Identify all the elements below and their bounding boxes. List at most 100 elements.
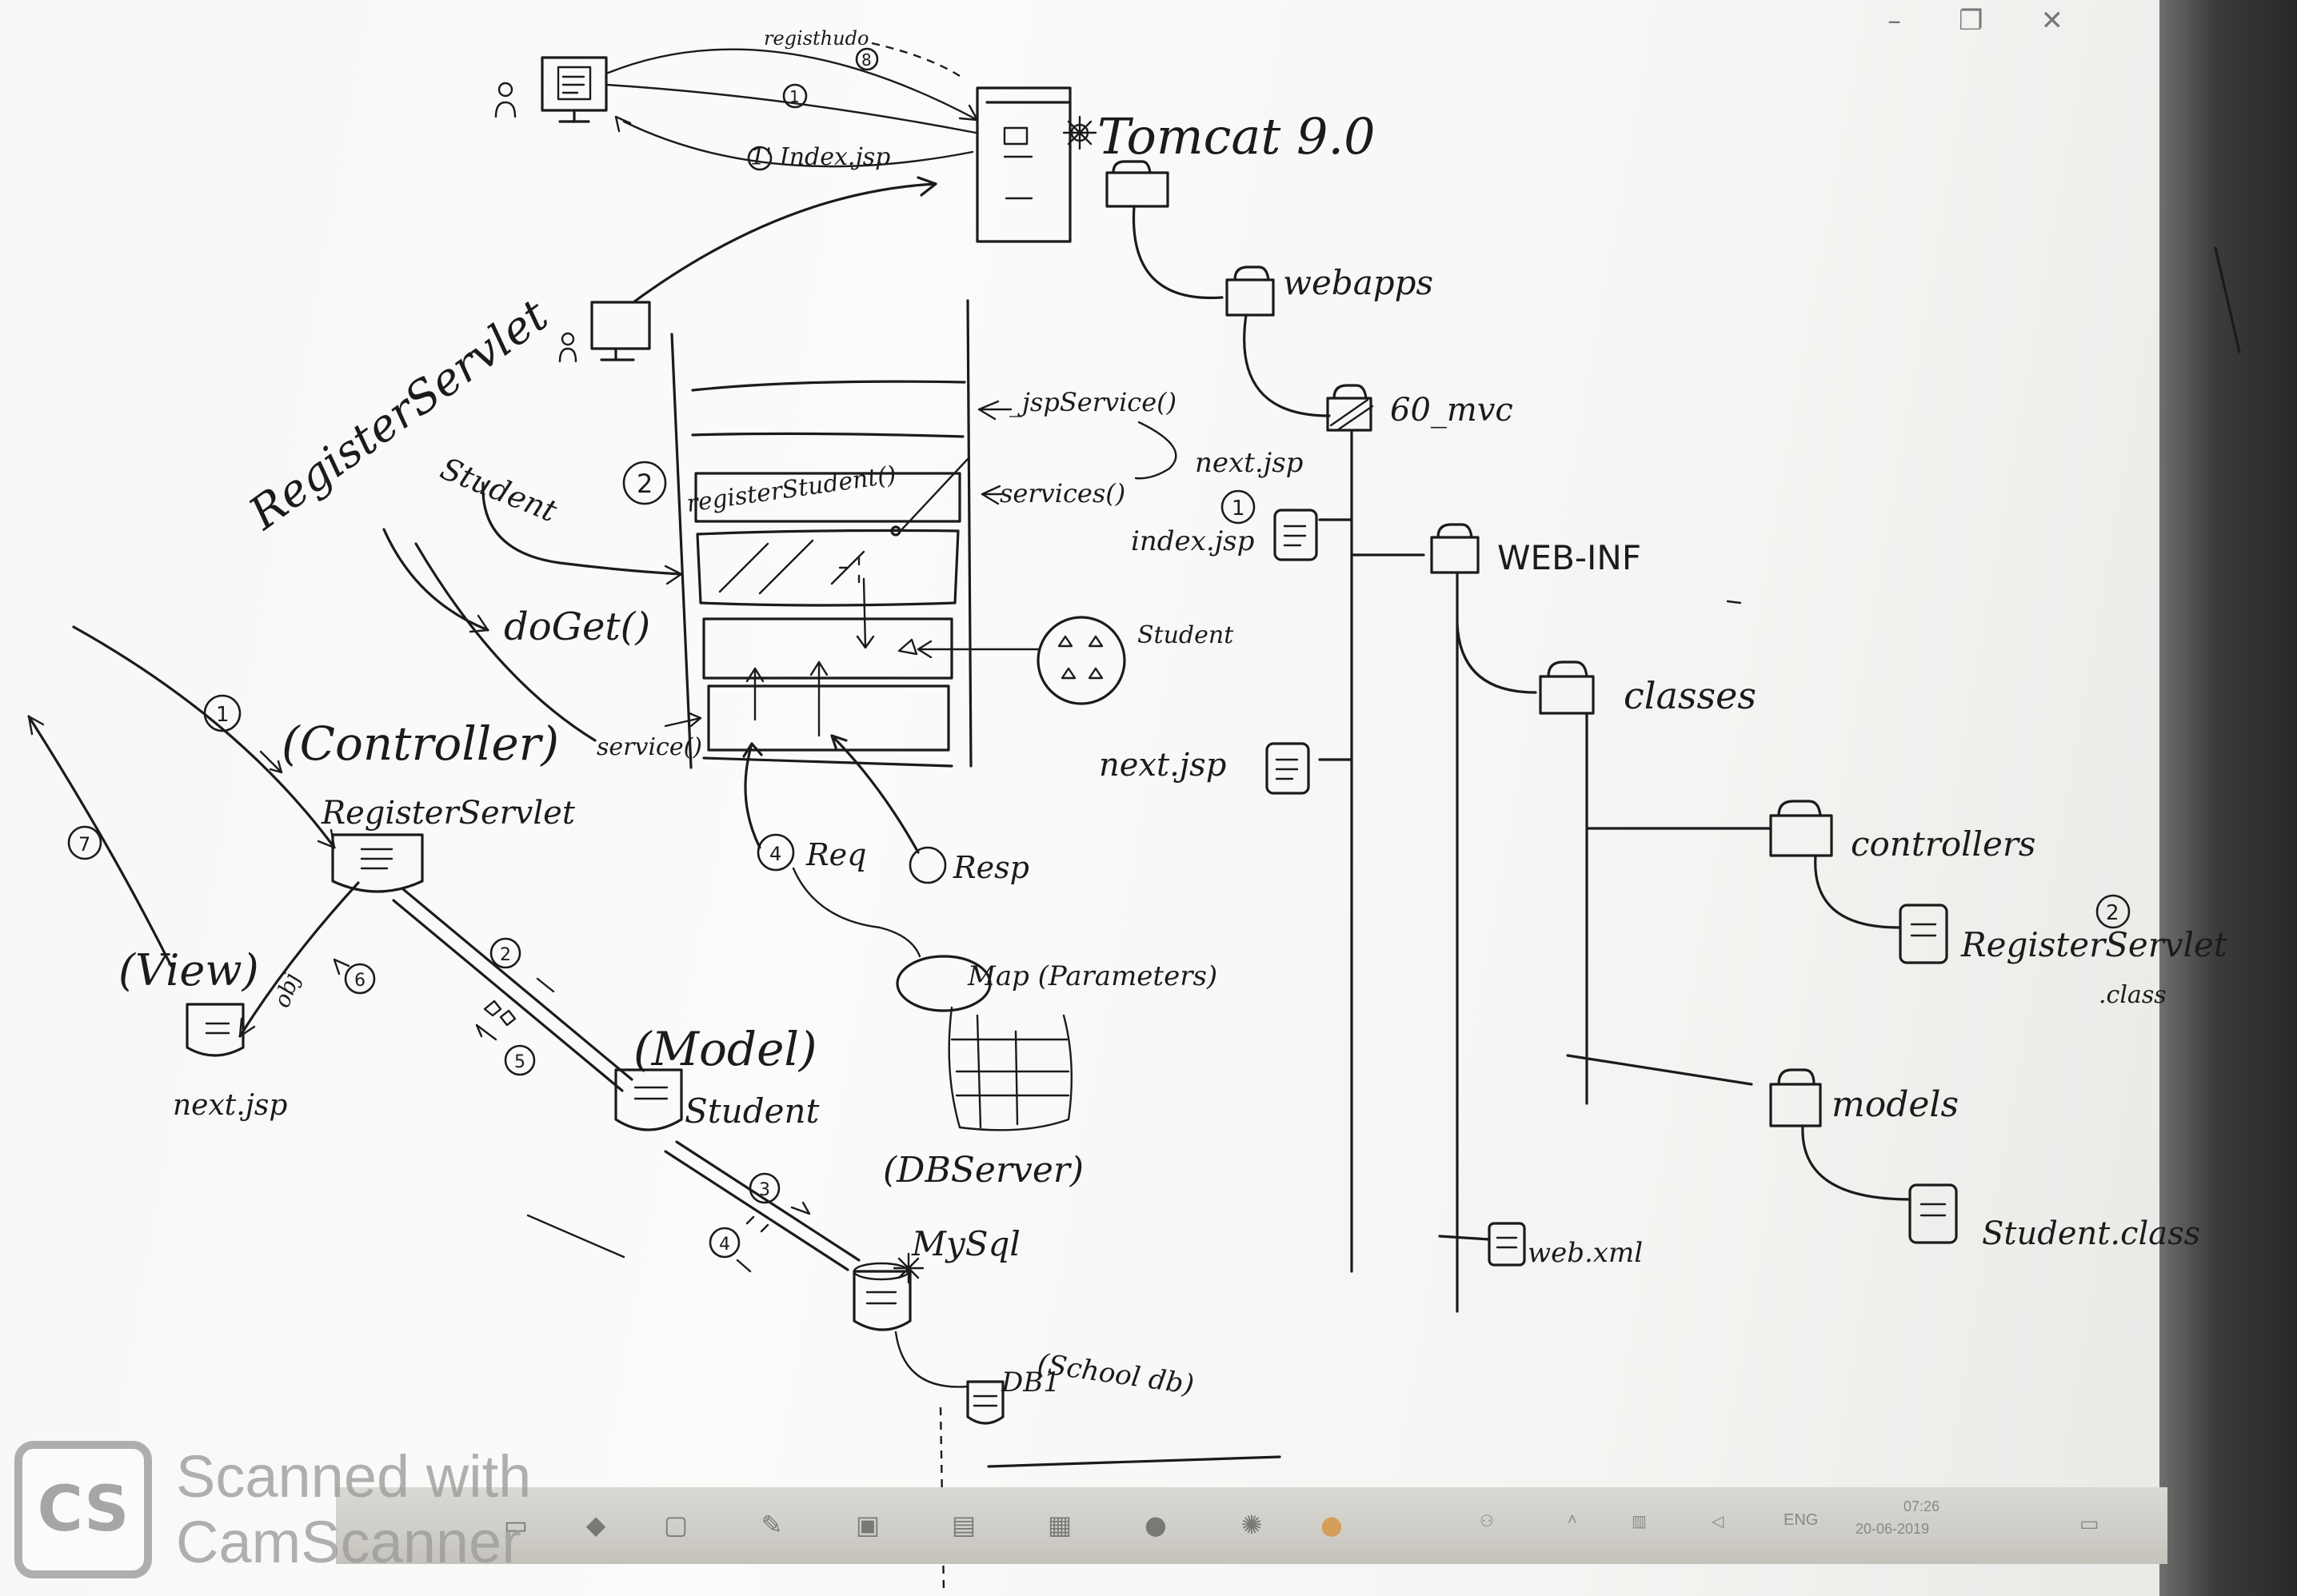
curve-arrow: [414, 542, 597, 742]
board-stroke: [526, 1214, 625, 1259]
request-arc-1: [605, 83, 977, 134]
arrowhead: [917, 176, 937, 197]
curve-arrow: [382, 528, 489, 632]
window-controls: – ❐ ✕: [1888, 5, 2063, 37]
connector-line: [897, 457, 969, 534]
arrowhead: [736, 1215, 769, 1273]
folder-icon[interactable]: ▭: [503, 1510, 529, 1540]
chevron-up-icon[interactable]: ˄: [1568, 1511, 1577, 1529]
database-icon: [966, 1380, 1005, 1425]
network-icon[interactable]: ▥: [1632, 1513, 1647, 1530]
connector-line: [894, 1331, 969, 1388]
servlet-file-icon: [331, 833, 424, 893]
app-icon[interactable]: ●: [1320, 1510, 1343, 1540]
label-web-xml: web.xml: [1528, 1237, 1643, 1269]
camscanner-logo: CS: [14, 1441, 152, 1578]
clock-time[interactable]: 07:26: [1904, 1498, 1940, 1514]
people-icon[interactable]: ⚇: [1480, 1513, 1494, 1530]
label-student-object: Student: [1137, 621, 1234, 649]
label-service: service(): [597, 733, 702, 761]
notification-icon[interactable]: ▭: [2079, 1511, 2099, 1535]
label-services: services(): [1000, 478, 1125, 509]
close-icon[interactable]: ✕: [2040, 5, 2063, 37]
folder-icon: [1105, 160, 1169, 208]
model-db-link: [664, 1140, 861, 1271]
xml-file-icon: [1488, 1222, 1526, 1267]
restore-icon[interactable]: ❐: [1959, 5, 1983, 37]
label-app-name: 60_mvc: [1390, 392, 1513, 429]
clock-date[interactable]: 20-06-2019: [1856, 1521, 1930, 1537]
curve-arrow: [481, 481, 683, 576]
arrowhead: [981, 485, 1003, 505]
request-arrow-1: [72, 625, 336, 849]
volume-icon[interactable]: ◁: [1712, 1513, 1724, 1530]
forward-arrow: [238, 881, 360, 1038]
step-number: 1: [1232, 497, 1245, 521]
label-view: (View): [118, 945, 259, 996]
label-registerservlet: RegisterServlet: [321, 795, 576, 832]
step-number: 1: [216, 703, 230, 727]
label-jsp-service: _jspService(): [1009, 387, 1176, 417]
label-model: (Model): [633, 1022, 817, 1076]
tree-branch: [1243, 313, 1331, 417]
servlet-container: [670, 299, 973, 769]
label-index-jsp-request: 1' Index.jsp: [750, 143, 890, 171]
label-db-server: (DBServer): [883, 1150, 1084, 1191]
class-file-icon: [1908, 1183, 1958, 1244]
app-icon[interactable]: ●: [1145, 1510, 1167, 1540]
arrowhead: [664, 565, 683, 585]
tree-branch: [1801, 1124, 1912, 1201]
tree-branch: [1438, 1235, 1491, 1241]
up-arrow: [745, 667, 765, 721]
jsp-file-icon: [1273, 509, 1318, 561]
app-icon[interactable]: ▦: [1047, 1510, 1073, 1540]
tree-branch: [1456, 622, 1537, 694]
minimize-icon[interactable]: –: [1888, 5, 1901, 37]
controller-model-link: [392, 888, 633, 1092]
arrowhead: [790, 1201, 811, 1215]
label-index-jsp: index.jsp: [1131, 525, 1254, 557]
label-class-suffix: .class: [2099, 981, 2167, 1009]
folder-icon: [1769, 800, 1833, 857]
resp-object-circle: [909, 846, 947, 884]
connector-line: [792, 867, 921, 958]
arrowhead: [536, 977, 555, 993]
arrowhead: [664, 712, 702, 728]
watermark-line-1: Scanned with: [176, 1443, 532, 1510]
step-number: 3: [759, 1180, 770, 1200]
board-stroke: [2214, 246, 2241, 353]
label-obj: obj: [269, 969, 306, 1011]
arrowhead: [259, 750, 283, 774]
up-arrow: [809, 660, 829, 737]
window-icon[interactable]: ▢: [663, 1510, 689, 1540]
camscanner-watermark: CS Scanned with CamScanner: [14, 1438, 622, 1582]
label-doget: doGet(): [504, 604, 650, 649]
folder-icon: [1326, 384, 1374, 432]
arrowhead: [977, 400, 1013, 421]
label-webapps: webapps: [1283, 263, 1433, 302]
response-arrow-7: [27, 715, 173, 968]
app-icon[interactable]: ▤: [951, 1510, 977, 1540]
arrowhead: [475, 1023, 497, 1041]
app-icon[interactable]: ▣: [855, 1510, 881, 1540]
database-icon: [853, 1252, 925, 1331]
user-icon: [494, 82, 517, 118]
student-object-circle: [1037, 616, 1126, 705]
map-object-ellipse: [896, 955, 992, 1012]
app-icon[interactable]: ◆: [585, 1510, 606, 1540]
up-arrow: [830, 734, 920, 854]
pen-icon[interactable]: ✎: [761, 1510, 783, 1540]
arrowhead: [958, 104, 979, 122]
folder-icon: [1430, 523, 1480, 574]
label-registerhdo: registhudo: [764, 27, 869, 50]
step-number: 2: [637, 469, 653, 499]
language-indicator[interactable]: ENG: [1784, 1511, 1819, 1529]
step-number: 8: [861, 50, 872, 70]
arrowhead: [333, 958, 350, 976]
label-register-student: registerStudent(): [685, 461, 897, 518]
paint-icon[interactable]: ✺: [1240, 1510, 1263, 1540]
class-file-icon: [1899, 904, 1948, 964]
step-number: 4: [719, 1235, 730, 1255]
label-resp: Resp: [953, 850, 1029, 885]
